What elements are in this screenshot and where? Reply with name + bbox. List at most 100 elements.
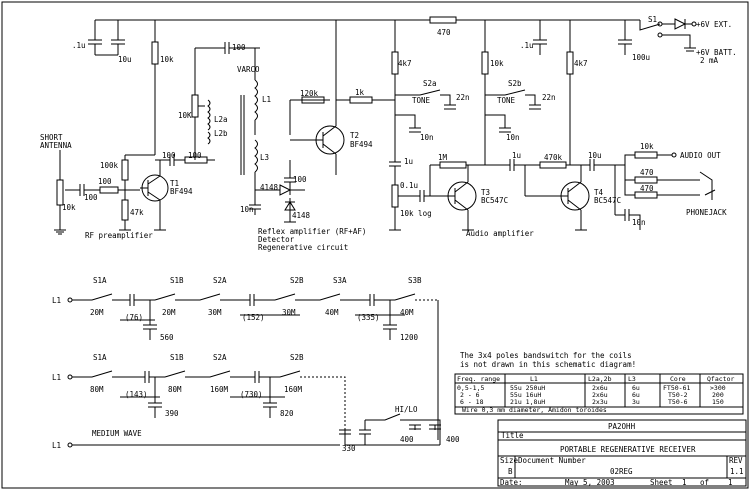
c100a-label: 100	[162, 151, 176, 160]
pot10klog: 10k log	[400, 209, 432, 218]
c1200: 1200	[400, 333, 419, 342]
labels: .1u 10u 10k 100 10K L2a L2b VARCO L1 SHO…	[40, 15, 737, 453]
reflex-c100: 100	[293, 175, 307, 184]
d1-label: 4148	[260, 183, 279, 192]
t4-label-2: BC547C	[594, 196, 621, 205]
coil-cell: 21u 1,8uH	[510, 398, 545, 406]
coil-table	[454, 373, 744, 415]
m80b: 80M	[168, 385, 182, 394]
of-label: of	[700, 478, 709, 487]
coil-cell: 6 - 18	[460, 398, 484, 406]
coil-cell: 55u 16uH	[510, 391, 541, 399]
r100-label: 100	[188, 151, 202, 160]
out-r470a: 470	[640, 168, 654, 177]
phonejack-label: PHONEJACK	[686, 208, 727, 217]
m143: (143)	[125, 390, 148, 399]
reflex-c10n: 10n	[240, 205, 254, 214]
c22n-b: 22n	[542, 93, 556, 102]
c100b-label: 100	[98, 177, 112, 186]
author: PA2OHH	[608, 422, 636, 431]
s1a-label: S1A	[93, 276, 107, 285]
coil-table-text: Freq. range L1 L2a,2b L3 Core Qfactor 0,…	[457, 375, 734, 414]
band-switch-row-2	[67, 370, 346, 440]
reflex-caption-1: Reflex amplifier (RF+AF)	[258, 227, 366, 236]
c10n-b: 10n	[506, 133, 520, 142]
rev-label: REV	[729, 456, 743, 465]
out-r10k: 10k	[640, 142, 654, 151]
t4-label-1: T4	[594, 188, 604, 197]
preamp-r-top: 10k	[160, 55, 174, 64]
coil-cell: 2x6u	[592, 391, 608, 399]
t1-label-1: T1	[170, 179, 179, 188]
band-switch-row-1	[67, 293, 439, 440]
coil-cell: 3u	[632, 398, 640, 406]
c560: 560	[160, 333, 174, 342]
s2b-label: S2b	[508, 79, 522, 88]
title-block-text: PA2OHH Title PORTABLE REGENERATIVE RECEI…	[500, 422, 744, 487]
c400a: 400	[400, 435, 414, 444]
coil-header-core: Core	[670, 375, 686, 383]
supply-section	[639, 18, 697, 52]
c22n-a: 22n	[456, 93, 470, 102]
s1b-label: S1B	[170, 276, 184, 285]
date-label: Date:	[500, 478, 523, 487]
m160b: 160M	[284, 385, 303, 394]
audio-r10k: 10k	[490, 59, 504, 68]
m40a: 40M	[325, 308, 339, 317]
coil-cell: 6u	[632, 384, 640, 392]
l3-label: L3	[260, 153, 269, 162]
out-r470b: 470	[640, 184, 654, 193]
audio-out-label: AUDIO OUT	[680, 151, 721, 160]
l1-label: L1	[262, 95, 271, 104]
t1-label-2: BF494	[170, 187, 193, 196]
r1k-label: 1k	[355, 88, 365, 97]
sheet-value: 1	[682, 478, 687, 487]
note-line-2: is not drawn in this schematic diagram!	[460, 360, 636, 369]
drawing-title: PORTABLE REGENERATIVE RECEIVER	[560, 445, 696, 454]
coil-cell: 55u 250uH	[510, 384, 545, 392]
medium-wave-label: MEDIUM WAVE	[92, 429, 142, 438]
rev-value: 1.1	[730, 467, 744, 476]
hilo-label: HI/LO	[395, 405, 418, 414]
r100b-label: 100	[84, 193, 98, 202]
coil-cell: 200	[712, 391, 724, 399]
ext-label: +6V EXT.	[696, 20, 732, 29]
coil-footer: Wire 0,3 mm diameter, Amidon toroides	[462, 406, 607, 414]
m76: (76)	[125, 313, 143, 322]
coil-cell: FT50-61	[663, 384, 690, 392]
tone-b-label: TONE	[497, 96, 516, 105]
m730: (730)	[240, 390, 263, 399]
coil-cell: 0,5-1,5	[457, 384, 484, 392]
docnum-value: 02REG	[610, 467, 633, 476]
note-line-1: The 3x4 poles bandswitch for the coils	[460, 351, 632, 360]
date-value: May 5, 2003	[565, 478, 615, 487]
band-l1-c: L1	[52, 441, 61, 450]
t3-label-2: BC547C	[481, 196, 508, 205]
c10n-a: 10n	[420, 133, 434, 142]
c1u-b: 1u	[512, 151, 521, 160]
preamp-caption: RF preamplifier	[85, 231, 153, 240]
coil-cell: 6u	[632, 391, 640, 399]
title-label: Title	[501, 431, 524, 440]
c01u: 0.1u	[400, 181, 418, 190]
m20a: 20M	[90, 308, 104, 317]
coil-cell: T50-6	[668, 398, 688, 406]
s1b-label-2: S1B	[170, 353, 184, 362]
d2-label: 4148	[292, 211, 311, 220]
l2b-label: L2b	[214, 129, 228, 138]
coil-cell: >300	[710, 384, 726, 392]
coil-cell: 2x3u	[592, 398, 608, 406]
m160a: 160M	[210, 385, 229, 394]
coil-cell: 150	[712, 398, 724, 406]
size-value: B	[508, 467, 513, 476]
audio-caption: Audio amplifier	[466, 229, 534, 238]
coil-header-l1: L1	[530, 375, 538, 383]
s2b-label-2: S2B	[290, 353, 304, 362]
band-l1-a: L1	[52, 296, 61, 305]
t3-label-1: T3	[481, 188, 490, 197]
supply-c100u: 100u	[632, 53, 650, 62]
c400b: 400	[446, 435, 460, 444]
